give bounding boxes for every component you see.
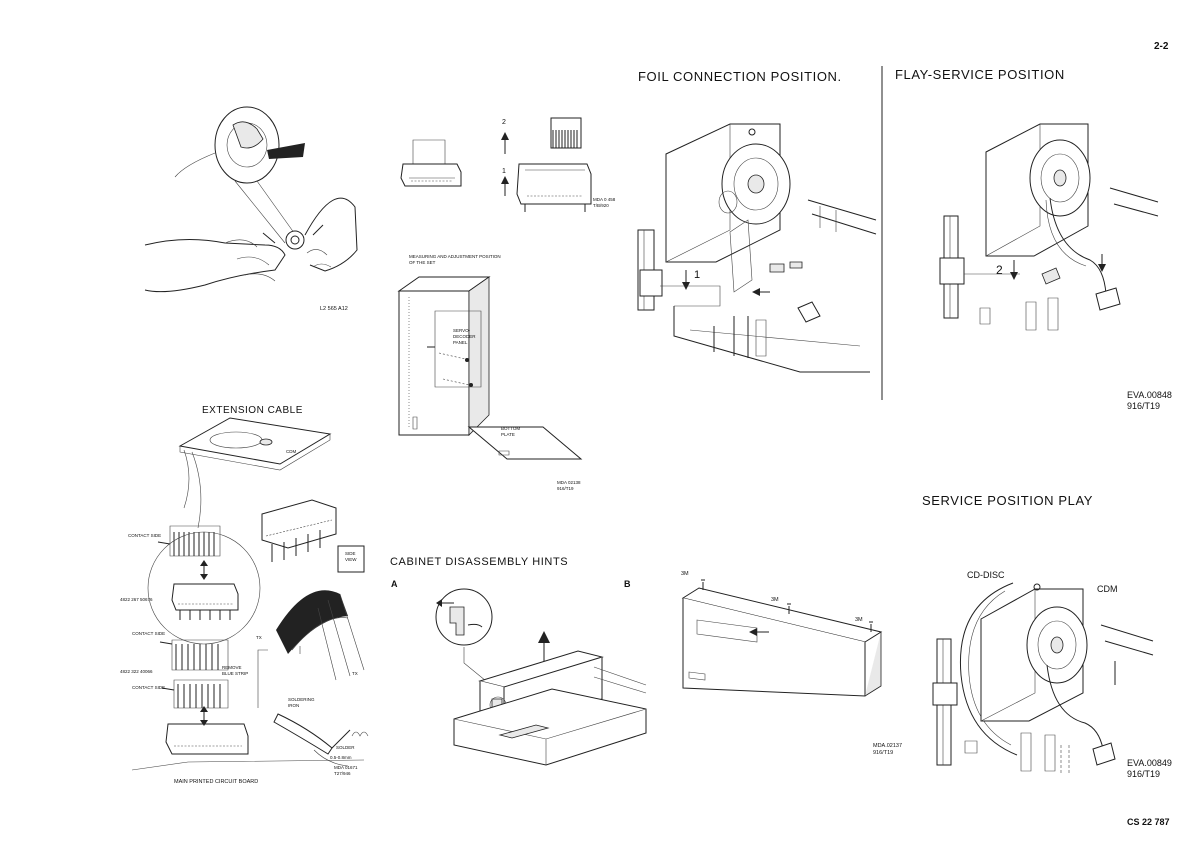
cabinet-figure-a [428, 585, 648, 770]
solder-size-label: 0.5-0.8mm [330, 755, 352, 760]
screw-label-2: 3M [771, 597, 779, 603]
foil-connector-figure: 2 1 MDA 0 458 T/B/920 [395, 118, 625, 218]
solder-label: SOLDER [336, 745, 355, 750]
cabinet-title: CABINET DISASSEMBLY HINTS [390, 556, 569, 568]
remove-strip-line-2: BLUE STRIP [222, 671, 249, 676]
part-number-1: 4822 267 50676 [120, 597, 153, 602]
part-number-2: 4822 322 40066 [120, 669, 153, 674]
cabinet-code-line-2: 916/T19 [873, 750, 894, 756]
bottom-plate-line-2: PLATE [501, 432, 515, 437]
foil-connection-illustration [630, 110, 880, 380]
measuring-code-line-1: MDA 02138 [557, 480, 581, 485]
measuring-position-figure: MEASURING AND ADJUSTMENT POSITION OF THE… [395, 254, 610, 495]
extension-cdm-label: CDM [286, 449, 297, 454]
extension-code-line-1: MDA 01671 [334, 765, 358, 770]
extension-cable-title: EXTENSION CABLE [202, 405, 303, 416]
flay-service-step: 2 [996, 263, 1003, 277]
contact-side-label-2: CONTACT SIDE [132, 631, 166, 636]
flay-service-code-line-2: 916/T19 [1127, 401, 1161, 411]
extension-cable-illustration [118, 418, 398, 790]
flay-service-title: FLAY-SERVICE POSITION [895, 67, 1065, 82]
tx-label-2: TX [352, 671, 358, 676]
screw-label-3: 3M [855, 617, 863, 623]
extension-code-line-2: T27/946 [334, 771, 351, 776]
document-code: CS 22 787 [1127, 817, 1170, 827]
main-board-label: MAIN PRINTED CIRCUIT BOARD [174, 779, 259, 785]
tx-label-1: TX [256, 635, 262, 640]
flay-service-illustration [930, 108, 1160, 338]
service-play-title: SERVICE POSITION PLAY [922, 493, 1094, 508]
cabinet-b-illustration [675, 570, 885, 700]
contact-side-label-3: CONTACT SIDE [132, 685, 166, 690]
connector-step-2: 2 [502, 119, 506, 126]
connector-code-line-1: MDA 0 458 [593, 197, 616, 202]
service-play-code-line-2: 916/T19 [1127, 769, 1161, 779]
hand-pliers-illustration [145, 95, 365, 315]
cabinet-a-illustration [428, 585, 648, 770]
extension-cable-figure: CDM CONTACT SIDE 4822 267 50676 CONTACT … [118, 418, 398, 790]
cabinet-code-line-1: MDA.02137 [873, 743, 903, 749]
panel-label-line-2: DECODER [453, 334, 476, 339]
remove-strip-line-1: REMOVE [222, 665, 242, 670]
connector-step-1: 1 [502, 168, 506, 175]
service-play-figure: CD-DISC CDM [925, 565, 1155, 780]
screw-label-1: 3M [681, 571, 689, 577]
panel-label-line-1: SERVO- [453, 328, 471, 333]
hand-pliers-figure: L2 565 A12 [145, 95, 365, 315]
cabinet-label-b: B [624, 579, 631, 589]
connector-illustration [395, 118, 625, 218]
foil-connection-step: 1 [694, 269, 701, 281]
page-number: 2-2 [1154, 41, 1169, 52]
section-divider [880, 66, 884, 406]
foil-connection-figure: 1 [630, 110, 880, 380]
flay-service-figure: 2 [930, 108, 1160, 338]
measuring-title-line-2: OF THE SET [409, 260, 436, 265]
service-play-code-line-1: EVA.00849 [1127, 758, 1172, 768]
side-view-line-1: SIDE [345, 551, 356, 556]
flay-service-code-line-1: EVA.00848 [1127, 390, 1172, 400]
service-play-cdm-label: CDM [1097, 584, 1118, 594]
foil-connection-title: FOIL CONNECTION POSITION. [638, 69, 842, 84]
side-view-line-2: VIEW [345, 557, 357, 562]
measuring-title-line-1: MEASURING AND ADJUSTMENT POSITION [409, 254, 501, 259]
service-play-illustration [925, 565, 1155, 780]
hand-figure-code: L2 565 A12 [320, 306, 348, 312]
measuring-code-line-2: 916/T19 [557, 486, 574, 491]
bottom-plate-line-1: BOTTOM [501, 426, 521, 431]
cd-disc-label: CD-DISC [967, 570, 1005, 580]
panel-label-line-3: PANEL [453, 340, 468, 345]
cabinet-figure-b: 3M 3M 3M [675, 570, 885, 700]
soldering-iron-line-2: IRON [288, 703, 300, 708]
cabinet-label-a: A [391, 579, 398, 589]
soldering-iron-line-1: SOLDERING [288, 697, 315, 702]
connector-code-line-2: T/B/920 [593, 203, 609, 208]
contact-side-label-1: CONTACT SIDE [128, 533, 162, 538]
measuring-illustration [395, 267, 610, 472]
